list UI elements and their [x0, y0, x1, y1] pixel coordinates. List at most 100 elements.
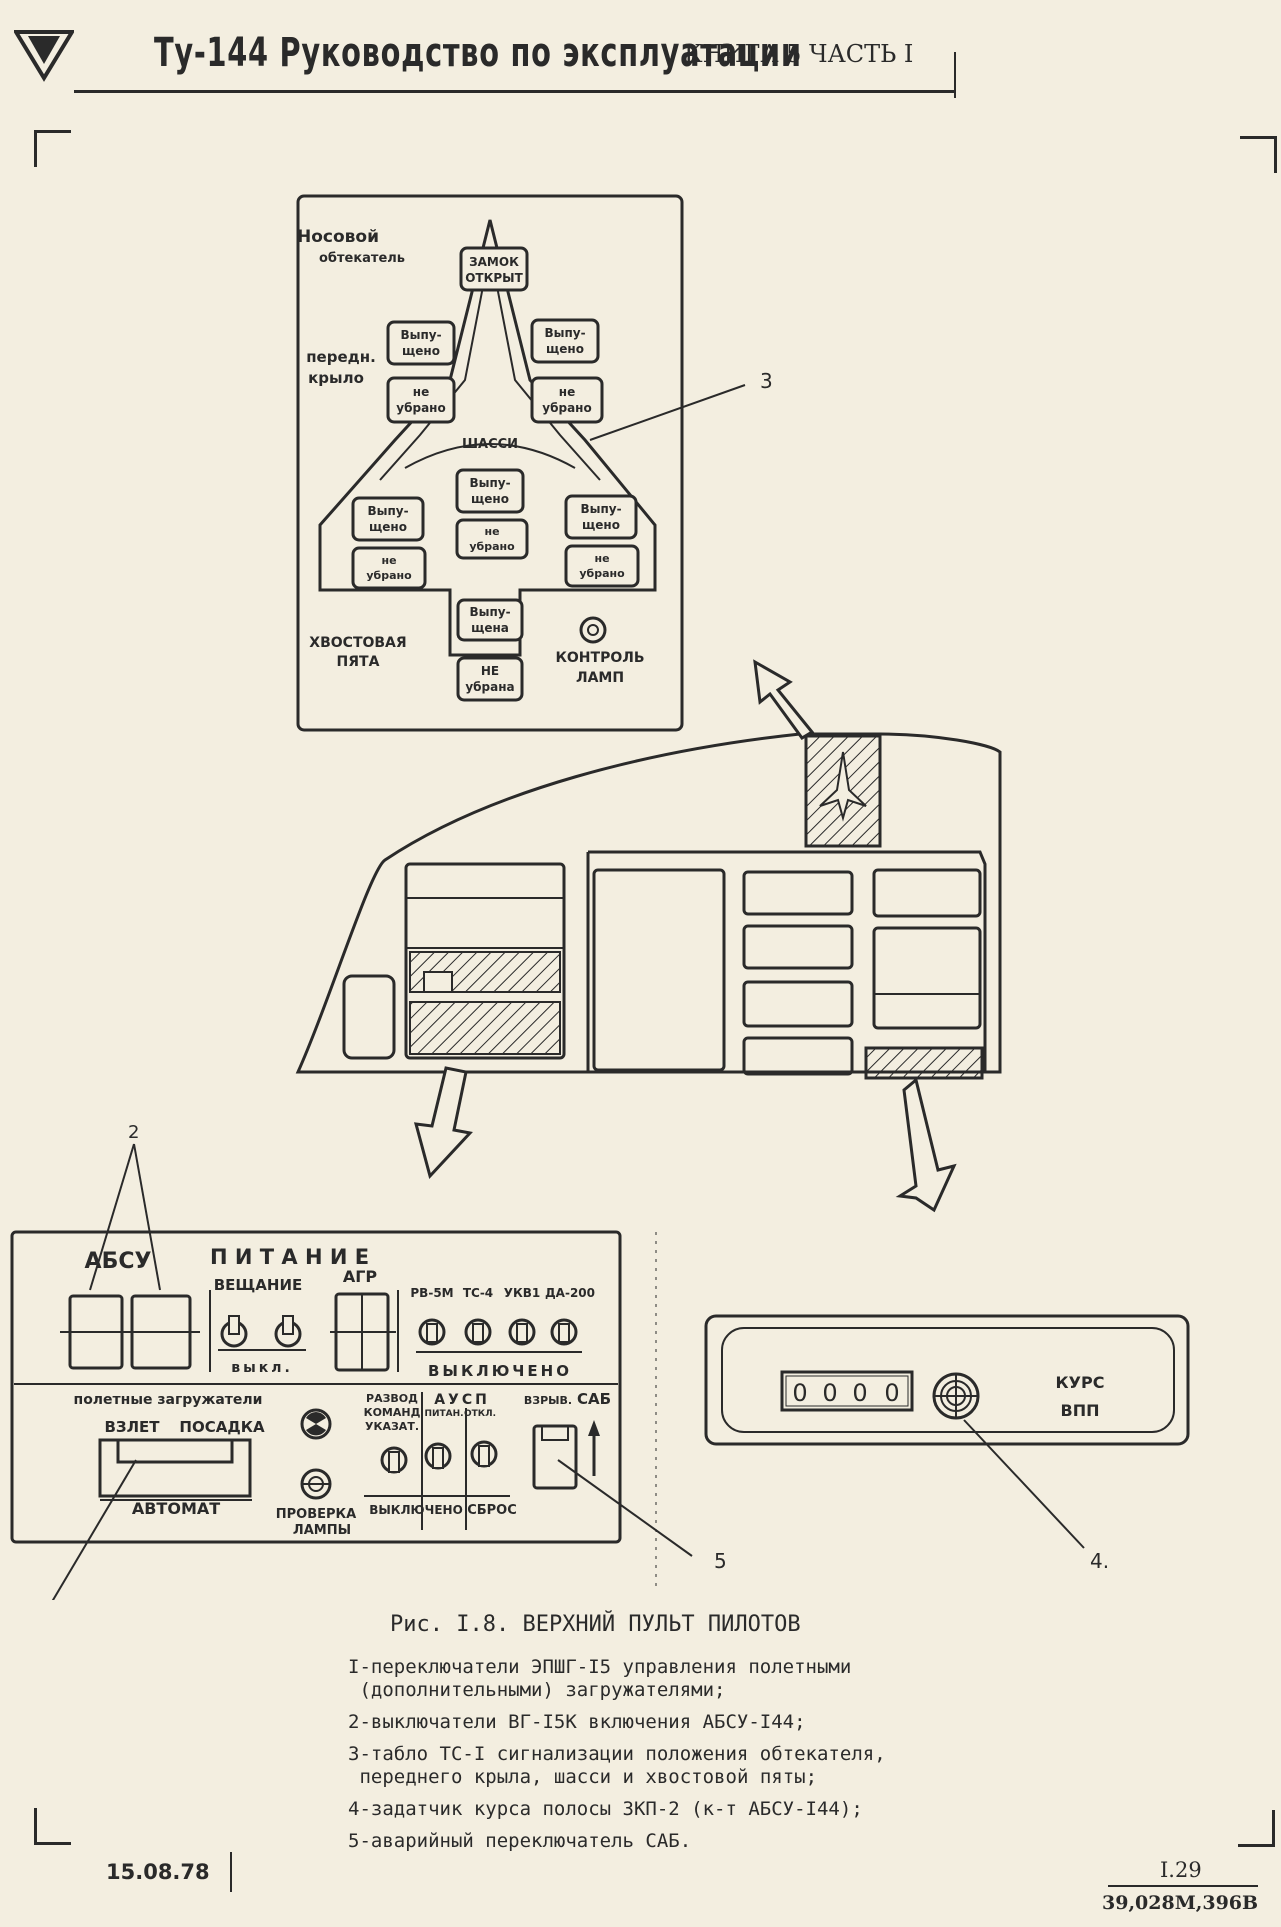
takeoff-label: ВЗЛЕТ: [104, 1418, 160, 1436]
lamp-text: Выпу-: [469, 476, 510, 490]
header-divider: [954, 52, 956, 98]
broadcast-label: ВЕЩАНИЕ: [214, 1276, 303, 1294]
lamp-text: щено: [582, 518, 620, 532]
ukv1-label: УКВ1: [504, 1286, 541, 1300]
callout-2-number: 2: [128, 1122, 139, 1143]
lamp-text: НЕ: [481, 664, 499, 678]
header-rule: [74, 90, 954, 93]
callout-2-leader-right: [133, 1143, 161, 1291]
gear-right-not-retracted-lamp: не убрано: [564, 544, 640, 588]
gear-center-not-retracted-lamp: не убрано: [455, 518, 529, 560]
lamp-test-button-icon[interactable]: [579, 616, 607, 644]
lamp-text: щено: [546, 342, 584, 356]
lamp-text: Выпу-: [469, 605, 510, 619]
figure-legend: I-переключатели ЭПШГ-I5 управления полет…: [348, 1656, 998, 1862]
runway-course-panel: [704, 1314, 1190, 1446]
ausp-power-toggle[interactable]: [424, 1442, 452, 1470]
nose-fairing-label-line2: обтекатель: [319, 251, 405, 266]
front-wing-label-line1: передн.: [306, 348, 376, 366]
flight-loaders-label: полетные загружатели: [74, 1392, 263, 1408]
course-counter-display: 0 0 0 0: [780, 1370, 914, 1412]
ausp-disable-label: ОТКЛ.: [464, 1409, 496, 1419]
power-off-label: ВЫКЛЮЧЕНО: [428, 1362, 572, 1380]
broadcast-toggle-right[interactable]: [274, 1315, 302, 1348]
callout-3-number: 3: [760, 369, 773, 393]
nose-lock-lamp: ЗАМОК ОТКРЫТ: [459, 246, 529, 292]
lamp-test-label-line1: КОНТРОЛЬ: [555, 650, 644, 666]
lamp-text: не: [413, 385, 429, 399]
lamp-text: убрано: [396, 401, 445, 415]
cmd-divergence-label-line3: УКАЗАТ.: [365, 1420, 419, 1433]
runway-course-label-line2: ВПП: [1061, 1401, 1100, 1420]
da200-toggle[interactable]: [550, 1318, 578, 1346]
lamp-text: не: [484, 525, 499, 538]
lamp-text: щена: [471, 621, 509, 635]
lamp-text: щено: [471, 492, 509, 506]
absu-switch-left[interactable]: [60, 1294, 130, 1370]
power-label: П И Т А Н И Е: [210, 1245, 369, 1269]
da200-label: ДА-200: [545, 1286, 595, 1300]
legend-item-5: 5-аварийный переключатель САБ.: [348, 1830, 692, 1852]
tail-skid-label-line1: ХВОСТОВАЯ: [309, 635, 406, 651]
rv5m-label: РВ-5М: [410, 1286, 453, 1300]
lamp-check-label-line2: ЛАМПЫ: [293, 1523, 351, 1538]
rv5m-toggle[interactable]: [418, 1318, 446, 1346]
counter-digit-1: 0: [792, 1379, 807, 1407]
sab-emergency-switch[interactable]: [532, 1424, 578, 1490]
wing-right-extended-lamp: Выпу- щено: [530, 318, 600, 364]
footer-divider: [230, 1852, 232, 1892]
wing-left-not-retracted-lamp: не убрано: [386, 376, 456, 424]
counter-digit-2: 0: [822, 1379, 837, 1407]
document-date: 15.08.78: [106, 1860, 210, 1884]
document-code: 39,028М,396В: [1102, 1892, 1259, 1914]
runway-course-label-line1: КУРС: [1056, 1373, 1105, 1392]
ausp-reset-toggle[interactable]: [470, 1440, 498, 1468]
tu-logo-icon: [14, 30, 74, 82]
arrow-down-to-course-panel: [895, 1077, 957, 1213]
landing-gear-label: ШАССИ: [462, 437, 518, 452]
legend-item-4: 4-задатчик курса полосы ЗКП-2 (к-т АБСУ-…: [348, 1798, 863, 1820]
flight-loaders-switch[interactable]: [98, 1438, 252, 1498]
ukv1-toggle[interactable]: [508, 1318, 536, 1346]
power-panel: [10, 1230, 622, 1544]
ts4-toggle[interactable]: [464, 1318, 492, 1346]
document-title: Ту-144 Руководство по эксплуатации: [154, 30, 802, 76]
wing-left-extended-lamp: Выпу- щено: [386, 320, 456, 366]
callout-5-leader: [557, 1459, 693, 1557]
course-setting-knob-icon[interactable]: [932, 1372, 980, 1420]
auto-label: АВТОМАТ: [132, 1499, 220, 1518]
lamp-text: Выпу-: [544, 326, 585, 340]
page-number: I.29: [1160, 1858, 1202, 1882]
gear-left-extended-lamp: Выпу- щено: [351, 496, 425, 542]
front-wing-label-line2: крыло: [308, 369, 364, 387]
lamp-text: убрана: [465, 680, 514, 694]
upper-console-diagram: Носовой обтекатель ЗАМОК ОТКРЫТ передн. …: [10, 194, 1190, 1600]
lamp-check-button-icon[interactable]: [300, 1468, 332, 1500]
absu-label: АБСУ: [85, 1249, 152, 1274]
lamp-text: убрано: [542, 401, 591, 415]
wing-right-not-retracted-lamp: не убрано: [530, 376, 604, 424]
broadcast-toggle-left[interactable]: [220, 1315, 248, 1348]
lamp-text: не: [381, 554, 396, 567]
legend-item-2: 2-выключатели ВГ-I5К включения АБСУ-I44;: [348, 1711, 806, 1733]
absu-switch-right[interactable]: [128, 1294, 200, 1370]
cmd-divergence-label-line1: РАЗВОД: [366, 1392, 418, 1405]
lamp-text: убрано: [469, 540, 515, 553]
radiation-indicator-icon: [300, 1408, 332, 1440]
lamp-text: Выпу-: [400, 328, 441, 342]
agr-label: АГР: [343, 1267, 378, 1286]
cmd-divergence-label-line2: КОМАНД: [364, 1406, 421, 1419]
lamp-text: убрано: [579, 567, 625, 580]
lamp-text: щено: [402, 344, 440, 358]
sab-label-line2: САБ: [577, 1390, 611, 1408]
cmd-divergence-toggle[interactable]: [380, 1446, 408, 1474]
cmd-off-label: ВЫКЛЮЧЕНО: [369, 1503, 463, 1517]
agr-switch[interactable]: [330, 1292, 396, 1372]
page-number-rule: [1108, 1885, 1258, 1887]
sab-up-arrow-icon: [588, 1420, 600, 1476]
arrow-down-to-power-panel: [413, 1066, 473, 1180]
reset-label: СБРОС: [467, 1503, 517, 1518]
tail-skid-label-line2: ПЯТА: [337, 654, 380, 670]
callout-3-leader: [589, 384, 746, 441]
ausp-label: АУСП: [434, 1392, 490, 1408]
